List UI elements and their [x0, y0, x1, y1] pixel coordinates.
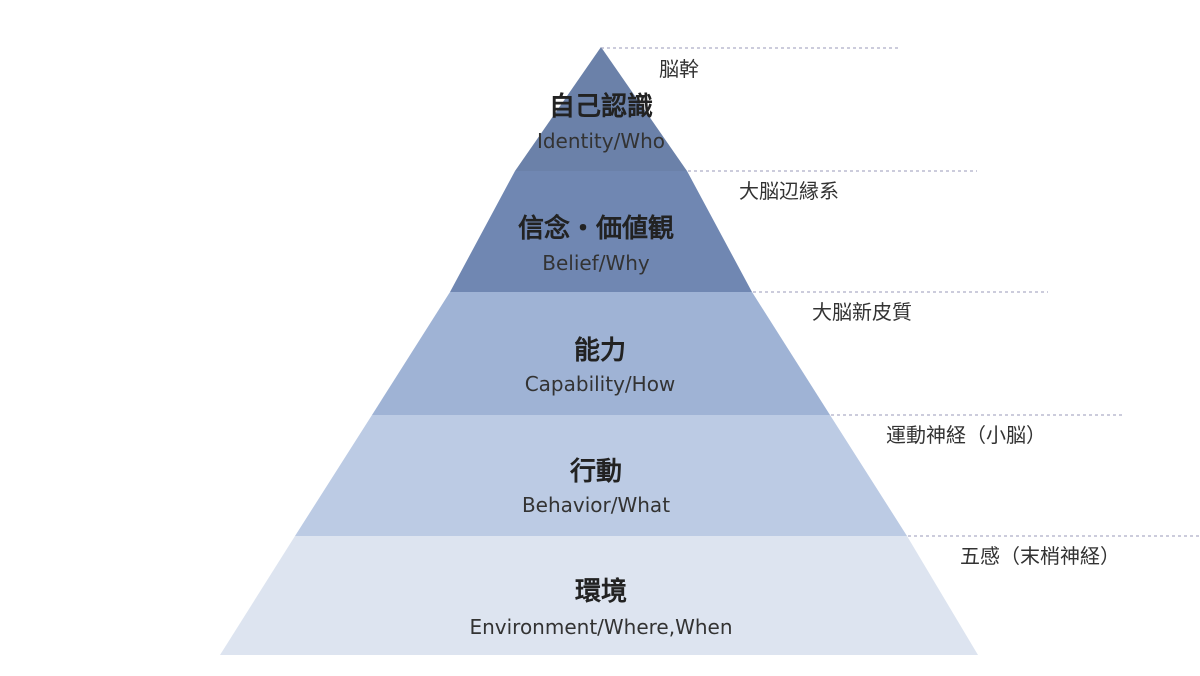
pyramid-level-capability [372, 292, 830, 415]
level-title-identity: 自己認識 [548, 92, 653, 122]
side-label-senses: 五感（末梢神経） [960, 544, 1120, 568]
level-title-capability: 能力 [573, 336, 626, 366]
side-label-neocortex: 大脳新皮質 [812, 300, 912, 324]
side-label-limbic: 大脳辺縁系 [739, 179, 839, 203]
level-subtitle-environment: Environment/Where,When [469, 615, 733, 639]
level-subtitle-behavior: Behavior/What [521, 493, 671, 517]
level-subtitle-belief: Belief/Why [542, 251, 650, 275]
pyramid-level-behavior [295, 415, 907, 536]
pyramid-level-identity [515, 47, 687, 171]
pyramid-level-belief [450, 171, 752, 292]
side-label-brainstem: 脳幹 [659, 57, 699, 81]
level-subtitle-capability: Capability/How [524, 372, 676, 396]
level-subtitle-identity: Identity/Who [536, 129, 666, 153]
level-title-belief: 信念・価値観 [517, 214, 674, 244]
side-label-motor: 運動神経（小脳） [886, 423, 1046, 447]
pyramid-level-environment [220, 536, 978, 655]
level-title-behavior: 行動 [569, 457, 622, 487]
level-title-environment: 環境 [574, 577, 627, 607]
